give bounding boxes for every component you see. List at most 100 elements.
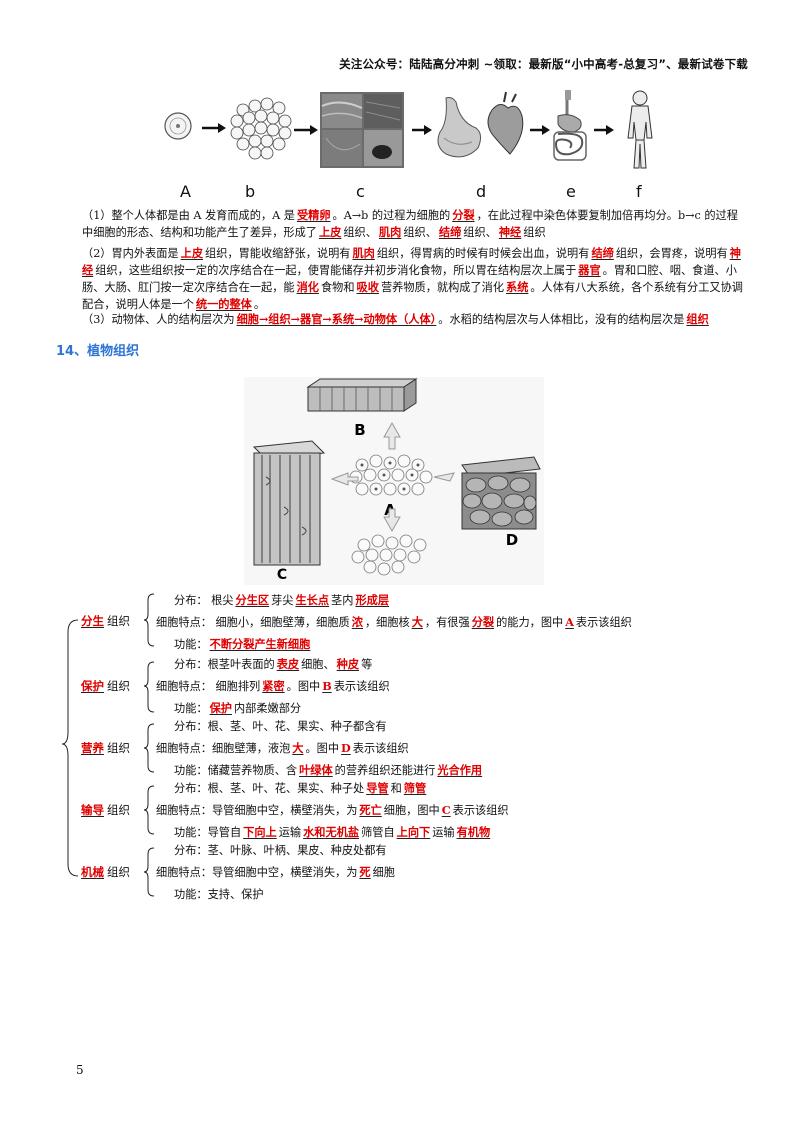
- tissue-name-answer: 营养: [81, 741, 104, 755]
- row-text: 表示该组织: [452, 804, 509, 817]
- tissue-name-answer: 保护: [81, 679, 104, 693]
- row-text: 的营养组织还能进行: [334, 764, 436, 777]
- row-text: 细胞，图中: [383, 804, 440, 817]
- row-text: 表示该组织: [352, 742, 409, 755]
- tissue-name-nutrient: 营养组织: [78, 740, 130, 756]
- tissue-name-answer: 分生: [81, 614, 104, 628]
- answer-blank: 大: [411, 615, 423, 629]
- row-text: 细胞特点：细胞壁薄，液泡: [156, 742, 291, 755]
- answer-blank: 保护: [209, 701, 232, 715]
- row-text: 运输: [278, 826, 302, 839]
- answer-blank: 分裂: [471, 615, 495, 629]
- row-text: 细胞特点： 细胞排列: [156, 680, 261, 693]
- row-text: 运输: [432, 826, 455, 839]
- row-text: 细胞特点：导管细胞中空，横壁消失，为: [156, 804, 358, 817]
- arrow-icon: [594, 125, 614, 135]
- row-text: 和: [390, 782, 402, 795]
- answer-blank: 有机物: [456, 825, 491, 839]
- row-text: 表示该组织: [333, 680, 390, 693]
- question-text: 。A→b 的过程为细胞的: [332, 209, 451, 222]
- answer-blank: 生长点: [295, 593, 330, 607]
- tissue-name-protective: 保护组织: [78, 678, 130, 694]
- human-development-illustration: [164, 90, 653, 169]
- conducting-tissue-image: [252, 440, 326, 566]
- protective-function: 功能：保护内部柔嫩部分: [174, 700, 301, 716]
- answer-blank: 结缔: [438, 225, 462, 239]
- answer-blank: 死: [359, 865, 371, 879]
- answer-blank: 器官: [578, 263, 601, 277]
- row-text: 的能力，图中: [496, 616, 564, 629]
- tissue-suffix: 组织: [107, 865, 130, 879]
- nutrient-distribution: 分布：根、茎、叶、花、果实、种子都含有: [174, 718, 387, 734]
- answer-blank: 受精卵: [296, 208, 331, 222]
- answer-blank: 形成层: [355, 593, 390, 607]
- row-text: 茎内: [331, 594, 354, 607]
- cell-cluster-image: [230, 97, 292, 160]
- mechanical-function: 功能：支持、保护: [174, 886, 264, 902]
- question-text: 。人体有八大系统，各个系统有分工又协调配合，说明人体是一个: [82, 281, 743, 311]
- answer-blank: 统一的整体: [195, 297, 252, 311]
- mechanical-features: 细胞特点：导管细胞中空，横壁消失，为死细胞: [156, 864, 395, 880]
- question-text: 食物和: [320, 281, 355, 294]
- question-text: 组织、: [403, 226, 437, 239]
- protective-distribution: 分布：根茎叶表面的表皮细胞、种皮等: [174, 656, 372, 672]
- question-text: 营养物质，就构成了消化: [380, 281, 505, 294]
- figure-label: C: [277, 567, 287, 583]
- row-text: 分布：茎、叶脉、叶柄、果皮、种皮处都有: [174, 844, 387, 857]
- answer-blank: 神经: [498, 225, 522, 239]
- answer-blank: 水和无机盐: [303, 825, 360, 839]
- question-text: 组织、: [463, 226, 497, 239]
- tree-braces: [61, 593, 155, 897]
- row-text: 功能：: [174, 638, 208, 651]
- figure-label: B: [354, 421, 365, 439]
- nutrient-function: 功能：储藏营养物质、含叶绿体的营养组织还能进行光合作用: [174, 762, 484, 778]
- question-1: （1）整个人体都是由 A 发育而成的，A 是受精卵。A→b 的过程为细胞的分裂，…: [82, 207, 746, 241]
- question-text: （2）胃内外表面是: [82, 247, 179, 260]
- answer-blank: 下向上: [243, 825, 277, 839]
- answer-blank: 紧密: [262, 679, 285, 693]
- answer-blank: 筛管: [403, 781, 427, 795]
- stomach-image: [437, 97, 482, 158]
- row-text: 筛管自: [361, 826, 395, 839]
- answer-blank: 肌肉: [378, 225, 402, 239]
- stage-label: e: [566, 182, 576, 201]
- tissue-photos-image: [320, 92, 404, 168]
- tissue-tree: 分生组织 分布： 根尖分生区芽尖生长点茎内形成层 细胞特点： 细胞小，细胞壁薄，…: [60, 586, 760, 906]
- answer-blank: 表皮: [276, 657, 300, 671]
- answer-blank: 光合作用: [437, 763, 483, 777]
- tissue-name-answer: 机械: [81, 865, 104, 879]
- row-text: 功能：导管自: [174, 826, 242, 839]
- answer-blank: 死亡: [359, 803, 382, 817]
- conducting-distribution: 分布：根、茎、叶、花、果实、种子处导管和筛管: [174, 780, 428, 796]
- row-text: 。图中: [286, 680, 321, 693]
- row-text: 分布：根、茎、叶、花、果实、种子处: [174, 782, 365, 795]
- question-text: 。: [253, 298, 266, 311]
- row-text: 分布： 根尖: [174, 594, 234, 607]
- question-text: 组织，胃能收缩舒张，说明有: [205, 247, 351, 260]
- nutrient-tissue-image: [461, 456, 541, 530]
- stage-label: c: [356, 182, 365, 201]
- question-text: ，在此过程中染色体要复制加倍再均分。b→c 的过程中细胞的形态、结构和功能产生了…: [82, 209, 738, 239]
- arrow-icon: [412, 125, 432, 135]
- page-number: 5: [76, 1063, 84, 1077]
- digestive-system-image: [553, 90, 587, 161]
- answer-blank: 肌肉: [352, 246, 375, 260]
- stage-label: f: [636, 182, 642, 201]
- meristem-distribution: 分布： 根尖分生区芽尖生长点茎内形成层: [174, 592, 391, 608]
- protective-tissue-image: [306, 378, 418, 412]
- mechanical-distribution: 分布：茎、叶脉、叶柄、果皮、种皮处都有: [174, 842, 387, 858]
- tissue-suffix: 组织: [107, 803, 130, 817]
- tissue-suffix: 组织: [107, 679, 130, 693]
- question-text: （3）动物体、人的结构层次为: [82, 313, 235, 326]
- row-text: 分布：根、茎、叶、花、果实、种子都含有: [174, 720, 387, 733]
- meristem-tissue-image: [349, 454, 433, 496]
- human-body-image: [627, 90, 653, 169]
- answer-blank: 吸收: [356, 280, 379, 294]
- question-2: （2）胃内外表面是上皮组织，胃能收缩舒张，说明有肌肉组织，得胃病的时候有时候会出…: [82, 245, 746, 313]
- answer-blank: 导管: [366, 781, 389, 795]
- answer-blank: A: [565, 615, 574, 629]
- stage-label: b: [245, 182, 256, 201]
- question-text: （1）整个人体都是由 A 发育而成的，A 是: [82, 209, 295, 222]
